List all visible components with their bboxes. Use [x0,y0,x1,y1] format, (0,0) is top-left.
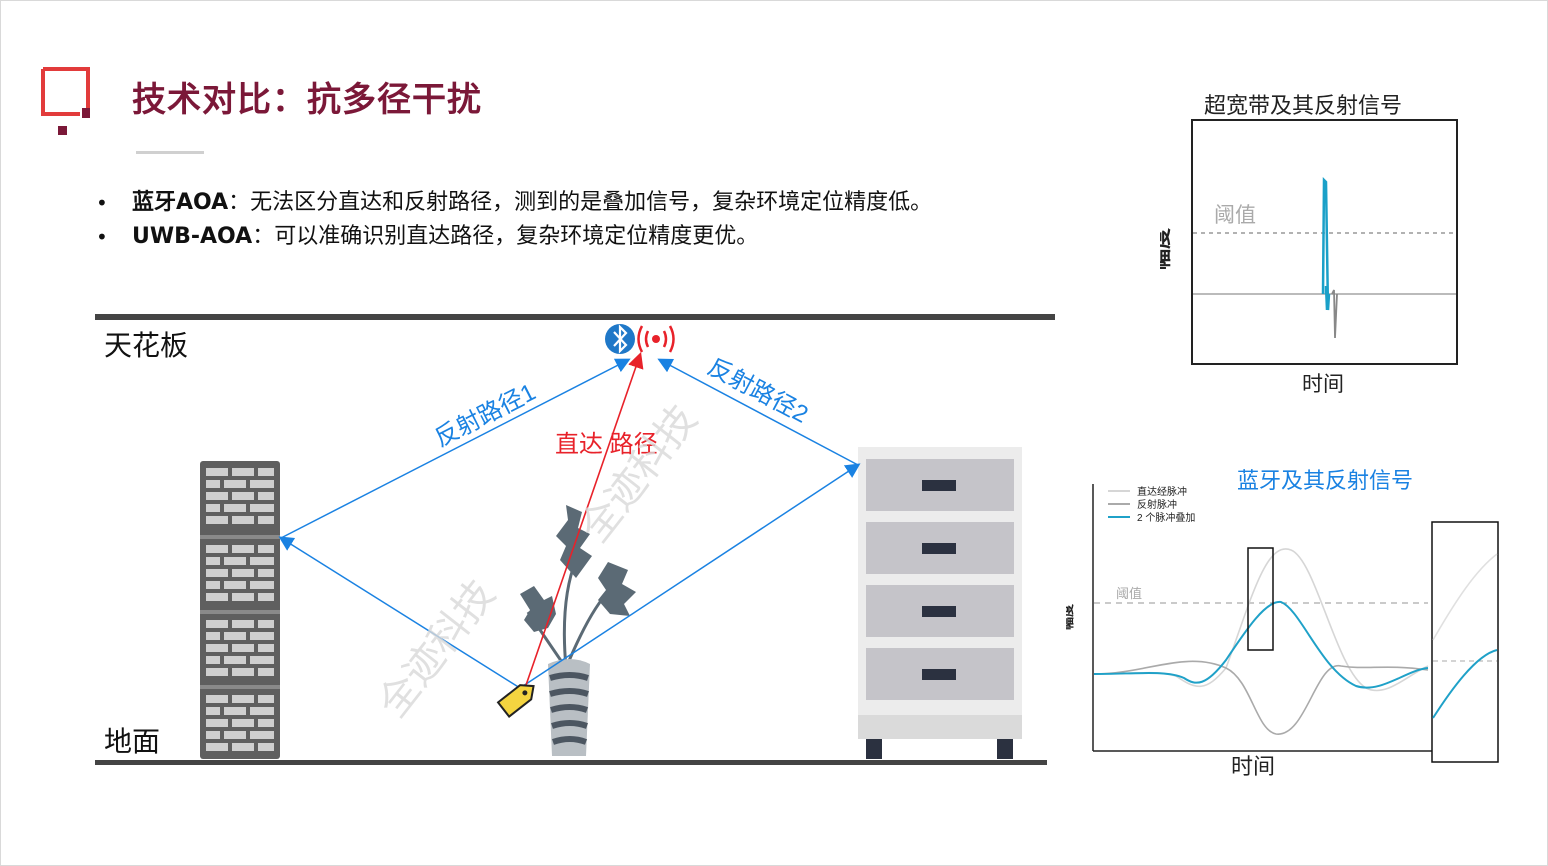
bullet-text: ：无法区分直达和反射路径，测到的是叠加信号，复杂环境定位精度低。 [228,190,933,215]
bullet-text: ：可以准确识别直达路径，复杂环境定位精度更优。 [252,224,759,249]
bullet-term: 蓝牙AOA [132,190,229,215]
reflect-path-1-lower [278,536,521,689]
ceiling-line [95,314,1055,320]
title-underline [136,151,204,154]
ceiling-label: 天花板 [104,330,188,361]
uwb-xlabel: 时间 [1302,373,1344,396]
bt-highlight-box [1247,547,1274,651]
bullet-item: •UWB-AOA：可以准确识别直达路径，复杂环境定位精度更优。 [96,220,932,254]
uwb-chart: 阈值 幅度 时间 [1160,119,1458,396]
direct-path-label: 直达 路径 [555,431,658,458]
bt-direct-curve [1093,548,1429,692]
bullet-term: UWB-AOA [132,224,253,249]
brick-wall-icon [200,461,280,759]
bt-sum-curve [1093,600,1429,689]
bt-chart: 直达经脉冲 反射脉冲 2 个脉冲叠加 阈值 幅度 时间 [1066,484,1499,779]
plant-icon [520,505,636,756]
direct-path-line [524,351,644,689]
bt-zoom-panel [1431,521,1499,763]
uwb-chart-title: 超宽带及其反射信号 [1204,94,1403,119]
uwb-ylabel: 幅度 [1160,228,1173,270]
bluetooth-icon [605,324,635,354]
legend-direct: 直达经脉冲 [1137,485,1187,498]
tag-icon [496,684,535,718]
title-square-icon [41,67,90,118]
reflect-path-1-upper [280,358,631,539]
bullet-item: •蓝牙AOA：无法区分直达和反射路径，测到的是叠加信号，复杂环境定位精度低。 [96,186,932,220]
bt-reflect-curve [1093,660,1429,735]
bt-zoom-direct [1432,553,1498,641]
reflect-path-2-lower [519,463,861,689]
reflect-path-1-label: 反射路径1 [430,379,540,453]
slide-title: 技术对比：抗多径干扰 [132,80,482,120]
bt-xlabel: 时间 [1231,754,1275,779]
floor-label: 地面 [104,726,160,757]
watermark: 全迹科技 [572,397,705,550]
bullet-list: •蓝牙AOA：无法区分直达和反射路径，测到的是叠加信号，复杂环境定位精度低。 •… [96,186,932,254]
bt-zoom-sum [1432,649,1498,719]
uwb-reflect-pulse [1331,289,1338,339]
antenna-signal-icon [637,325,675,353]
title-deco-dot [58,126,67,135]
uwb-direct-pulse [1321,177,1331,311]
cabinet-icon [858,447,1022,759]
watermark: 全迹科技 [370,572,503,725]
reflect-path-2-upper [657,358,859,466]
floor-line [95,760,1047,765]
legend-reflect: 反射脉冲 [1137,498,1177,511]
bt-chart-title: 蓝牙及其反射信号 [1237,469,1414,494]
uwb-threshold-label: 阈值 [1214,204,1256,227]
bt-ylabel: 幅度 [1066,603,1075,630]
legend-sum: 2 个脉冲叠加 [1137,511,1195,524]
bt-threshold-label: 阈值 [1116,586,1142,601]
